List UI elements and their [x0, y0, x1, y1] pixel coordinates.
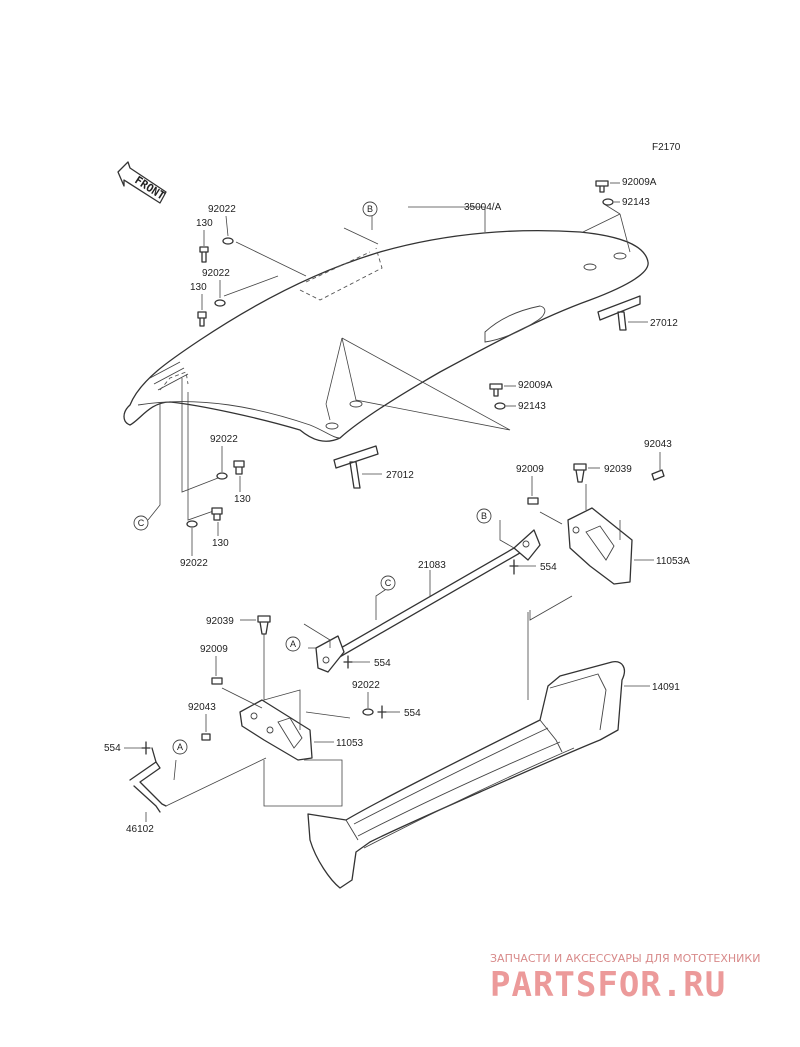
- washer-92022-c-icon: [216, 472, 228, 480]
- washer-92022-a-icon: [222, 237, 234, 245]
- rivet-92039-left-icon: [257, 615, 271, 635]
- marker-a-mid-label: A: [290, 639, 296, 649]
- callout-130-a: 130: [196, 218, 213, 229]
- callout-11053: 11053: [336, 738, 364, 749]
- marker-b-mid-label: B: [481, 511, 487, 521]
- marker-b-top: B: [362, 201, 378, 217]
- marker-b-top-label: B: [367, 204, 373, 214]
- marker-b-mid: B: [476, 508, 492, 524]
- leader-21083: [375, 520, 515, 620]
- marker-a-mid: A: [285, 636, 301, 652]
- callout-92009-left: 92009: [200, 644, 228, 655]
- pin-554-mid-icon: [343, 655, 353, 669]
- pin-554-left-icon: [141, 741, 151, 755]
- leader-cover-mid: [325, 337, 343, 421]
- bracket-27012-right-icon: [597, 295, 648, 331]
- clip-92009a-mid-icon: [489, 383, 503, 397]
- callout-21083: 21083: [418, 560, 446, 571]
- bolt-92043-left-icon: [201, 733, 211, 741]
- clip-92009a-top-icon: [595, 180, 609, 193]
- rod-end-left: [315, 635, 345, 673]
- cover-hidden-outline: [299, 247, 383, 301]
- callout-554-right: 554: [540, 562, 557, 573]
- callout-27012-mid: 27012: [386, 470, 414, 481]
- callout-92022-c: 92022: [210, 434, 238, 445]
- pin-554-right-icon: [509, 559, 519, 575]
- bolt-92009-right-icon: [527, 497, 539, 505]
- callout-130-b: 130: [190, 282, 207, 293]
- callout-92143-mid: 92143: [518, 401, 546, 412]
- washer-92022-b-icon: [214, 299, 226, 307]
- washer-92022-d-icon: [186, 520, 198, 528]
- rivet-92039-right-icon: [573, 463, 587, 483]
- callout-92022-b: 92022: [202, 268, 230, 279]
- callout-46102: 46102: [126, 824, 154, 835]
- bolt-130-b-icon: [197, 311, 207, 327]
- leader-92022-a: [225, 215, 229, 237]
- callout-92043-left: 92043: [188, 702, 216, 713]
- panel-14091: [307, 661, 650, 889]
- callout-35004a: 35004/A: [464, 202, 502, 213]
- leader-14091: [527, 595, 573, 700]
- marker-a-left-label: A: [177, 742, 183, 752]
- callout-92039-right: 92039: [604, 464, 632, 475]
- leader-11053-lower: [263, 711, 351, 807]
- leader-b-top: [343, 212, 379, 245]
- bolt-130-d-icon: [211, 507, 223, 521]
- leader-92022-top: [223, 241, 307, 297]
- washer-92022-e-icon: [362, 708, 374, 716]
- bracket-11053a: [539, 484, 654, 585]
- callout-554-mid: 554: [374, 658, 391, 669]
- callout-130-d: 130: [212, 538, 229, 549]
- rod-end-right: [513, 529, 541, 561]
- callout-92009-right: 92009: [516, 464, 544, 475]
- bolt-92009-left-icon: [211, 677, 223, 685]
- callout-554-low: 554: [404, 708, 421, 719]
- marker-c-mid: C: [380, 575, 396, 591]
- leader-c-marker: [147, 402, 161, 521]
- cover-hidden-outline-front: [159, 371, 189, 391]
- marker-c-left-label: C: [138, 518, 145, 528]
- bolt-92043-right-icon: [651, 469, 665, 481]
- leader-92143-top: [582, 203, 631, 253]
- bracket-11053: [239, 699, 334, 761]
- leader-35004a: [408, 206, 486, 232]
- marker-c-mid-label: C: [385, 578, 392, 588]
- callout-92022-a: 92022: [208, 204, 236, 215]
- callout-92009a-mid: 92009A: [518, 380, 553, 391]
- callout-92022-e: 92022: [352, 680, 380, 691]
- bolt-130-c-icon: [233, 460, 245, 475]
- callout-130-c: 130: [234, 494, 251, 505]
- leader-92022-bottom: [181, 378, 223, 521]
- callout-11053a: 11053A: [656, 556, 690, 567]
- watermark-tagline: ЗАПЧАСТИ И АКСЕССУАРЫ ДЛЯ МОТОТЕХНИКИ: [490, 952, 760, 965]
- callout-92043-right: 92043: [644, 439, 672, 450]
- bracket-27012-mid-icon: [333, 445, 382, 489]
- leader-92009a-mid: [341, 337, 511, 431]
- watermark: ЗАПЧАСТИ И АКСЕССУАРЫ ДЛЯ МОТОТЕХНИКИ PA…: [490, 952, 760, 1005]
- leader-left-bracket: [221, 623, 331, 730]
- callout-92143-top: 92143: [622, 197, 650, 208]
- pin-554-low-icon: [377, 705, 387, 719]
- rod-21083: [315, 529, 541, 673]
- callout-27012-right: 27012: [650, 318, 678, 329]
- hook-46102: [129, 747, 267, 813]
- marker-c-left: C: [133, 515, 149, 531]
- callout-554-left: 554: [104, 743, 121, 754]
- callout-14091: 14091: [652, 682, 680, 693]
- bolt-130-a-icon: [199, 246, 209, 263]
- watermark-logo: PARTSFOR.RU: [490, 965, 726, 1005]
- callout-92022-d: 92022: [180, 558, 208, 569]
- front-arrow-icon: FRONT: [117, 161, 168, 204]
- marker-a-left: A: [172, 739, 188, 755]
- nut-92143-mid-icon: [494, 402, 506, 410]
- figure-code: F2170: [652, 142, 681, 153]
- callout-92039-left: 92039: [206, 616, 234, 627]
- nut-92143-top-icon: [602, 198, 614, 206]
- callout-92009a-top: 92009A: [622, 177, 657, 188]
